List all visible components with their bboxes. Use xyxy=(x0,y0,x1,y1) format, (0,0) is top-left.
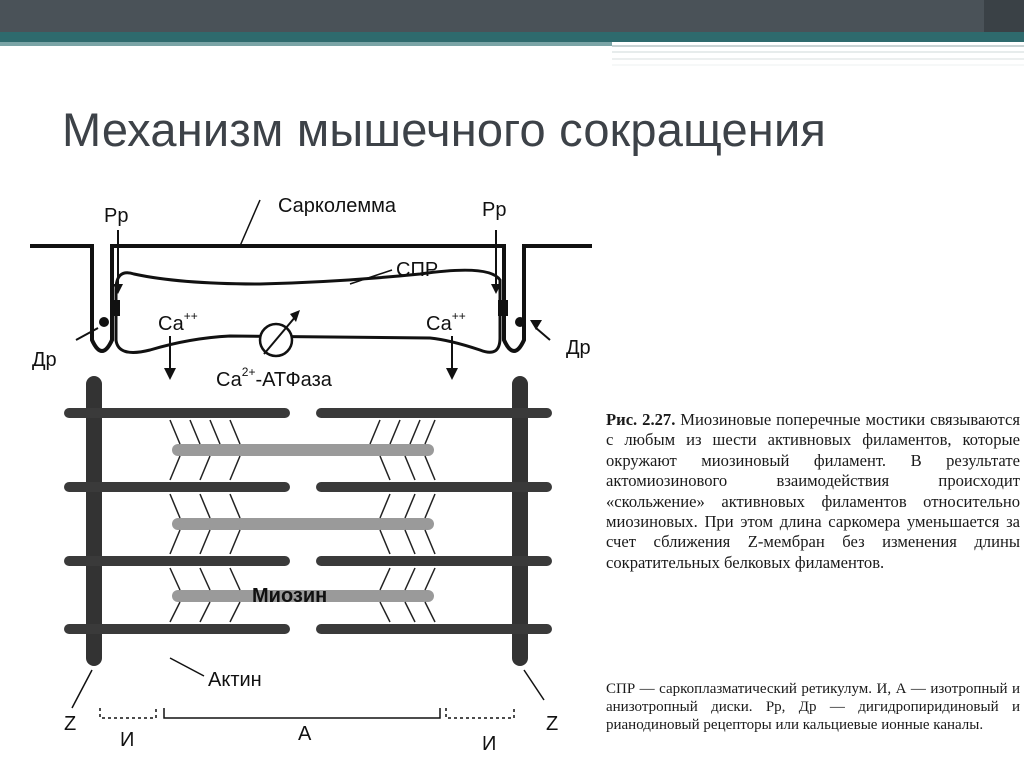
label-i-left: И xyxy=(120,729,134,751)
actin-filaments xyxy=(64,408,552,634)
label-ca-left: Са++ xyxy=(158,309,198,335)
header-bar xyxy=(0,0,1024,32)
accent-band xyxy=(0,32,1024,42)
figure-legend: СПР — саркоплазматический ретикулум. И, … xyxy=(606,681,1020,733)
decorative-lines xyxy=(612,45,1024,66)
accent-stripe xyxy=(0,42,612,46)
header-corner xyxy=(984,0,1024,32)
sr-compartment xyxy=(114,268,502,354)
figure-label: Рис. 2.27. xyxy=(606,410,676,429)
label-ca-right: Са++ xyxy=(426,309,466,335)
label-rr-left: Рр xyxy=(104,205,128,227)
receptor-dot-left xyxy=(99,317,109,327)
page-title: Механизм мышечного сокращения xyxy=(62,103,827,156)
sarcolemma-membrane xyxy=(30,244,592,353)
bracket-i-right xyxy=(445,708,515,719)
receptor-dot-right xyxy=(515,317,525,327)
receptor-left xyxy=(110,300,120,316)
label-z-right: Z xyxy=(546,713,558,735)
label-actin: Актин xyxy=(208,669,262,691)
myosin-filaments xyxy=(172,444,434,602)
label-spr: СПР xyxy=(396,259,438,281)
cross-bridges xyxy=(169,419,436,623)
receptor-right xyxy=(498,300,508,316)
label-atpase: Са2+-АТФаза xyxy=(216,365,333,391)
label-dr-left: Др xyxy=(32,349,57,371)
label-myosin: Миозин xyxy=(252,585,327,607)
label-dr-right: Др xyxy=(566,337,591,359)
z-disc-right xyxy=(512,376,528,666)
figure-text: Миозиновые поперечные мостики связываютс… xyxy=(606,410,1021,572)
label-i-right: И xyxy=(482,733,496,755)
label-z-left: Z xyxy=(64,713,76,735)
bracket-i-left xyxy=(99,708,157,719)
z-disc-left xyxy=(86,376,102,666)
label-rr-right: Рр xyxy=(482,199,506,221)
label-a-band: А xyxy=(298,723,312,745)
label-sarcolemma: Сарколемма xyxy=(278,195,397,217)
bracket-a xyxy=(163,708,441,719)
figure-caption: Рис. 2.27. Миозиновые поперечные мостики… xyxy=(606,410,1020,573)
sarcomere-diagram: Сарколемма Рр Рр СПР Са++ Са++ Са2+-АТФа… xyxy=(30,195,592,755)
